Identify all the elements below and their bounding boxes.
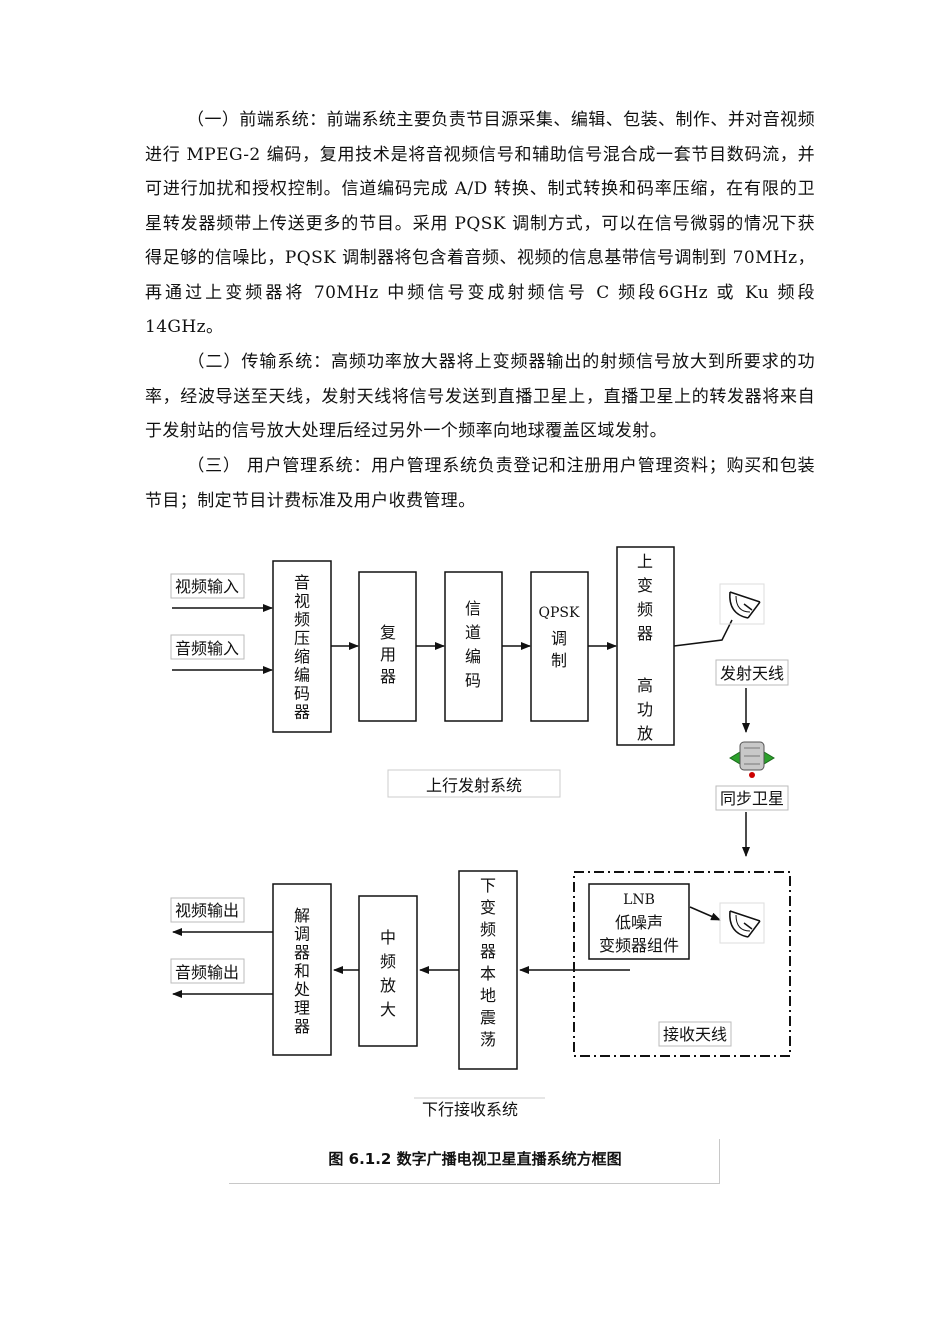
up-text-char: 放 [637,724,653,743]
qpsk-label: QPSK [539,605,580,621]
channel-text-char: 编 [465,647,481,666]
video-output-label-box [170,897,245,923]
if-text-char: 放 [380,976,396,995]
audio-input-label-box [170,634,245,660]
uplink-title: 上行发射系统 [426,776,522,795]
demod-text-char: 调 [294,925,310,944]
if-text-char: 频 [380,952,396,971]
rx-antenna-label-box [658,1021,732,1047]
demod-text-char: 解 [294,906,310,925]
encoder-text-char: 压 [294,629,310,648]
caption-frame [229,1139,720,1184]
demod-text-char: 器 [294,1017,310,1036]
down-text-char: 变 [480,898,496,917]
encoder-text-char: 频 [294,610,310,629]
mux-block [358,571,417,722]
upconverter-block [616,546,675,746]
if-text-char: 大 [380,1000,396,1019]
demod-block [272,883,332,1056]
encoder-block [272,560,332,733]
audio-output-label: 音频输出 [175,963,239,982]
up-text-char: 频 [637,600,653,619]
video-input-label: 视频输入 [175,577,239,596]
qpsk-text-char: 调 [551,629,567,648]
demod-text-char: 处 [294,980,310,999]
lnb-noise-label: 低噪声 [615,913,663,932]
if-amp-block [358,895,418,1047]
up-text-char: 高 [637,676,653,695]
down-text-char: 震 [480,1008,496,1027]
up-text-char: 变 [637,576,653,595]
demod-text-char: 理 [294,999,310,1018]
channel-text-char: 信 [465,599,481,618]
figure-caption: 图 6.1.2 数字广播电视卫星直播系统方框图 [328,1150,622,1168]
channel-coding-block [444,571,503,722]
qpsk-text-char: 制 [551,651,567,670]
tx-antenna-label: 发射天线 [720,664,784,683]
lnb-label: LNB [623,892,655,908]
tx-dish-icon [719,583,765,625]
channel-text-char: 道 [465,623,481,642]
down-text-char: 地 [480,986,496,1005]
lnb-converter-label: 变频器组件 [599,936,679,955]
satellite-icon [729,741,775,778]
down-text-char: 下 [480,876,496,895]
downlink-title: 下行接收系统 [422,1100,518,1119]
mux-vertical-text: 复用器 [380,623,396,686]
paragraph-user-management: （三） 用户管理系统：用户管理系统负责登记和注册用户管理资料；购买和包装节目；制… [145,456,815,511]
channel-coding-vertical-text: 信道编码 [465,599,481,690]
paragraph-transmission: （二）传输系统：高频功率放大器将上变频器输出的射频信号放大到所要求的功率，经波导… [145,352,815,441]
encoder-text-char: 码 [294,684,310,703]
up-text-char: 上 [637,552,653,571]
down-text-char: 本 [480,964,496,983]
demod-text-char: 和 [294,962,310,981]
receive-antenna-group [573,871,791,1057]
down-text-char: 频 [480,920,496,939]
mux-text-char: 复 [380,623,396,642]
lnb-block [588,883,690,960]
downconverter-block [458,870,518,1070]
channel-text-char: 码 [465,671,481,690]
audio-output-label-box [170,958,245,984]
video-output-label: 视频输出 [175,901,239,920]
encoder-text-char: 编 [294,666,310,685]
rx-dish-icon [719,902,765,944]
uplink-title-box [387,769,561,798]
video-input-label-box [170,573,245,599]
rx-antenna-label: 接收天线 [663,1025,727,1044]
satellite-label: 同步卫星 [720,789,784,808]
satellite-label-box [715,785,789,811]
paragraph-frontend: （一）前端系统：前端系统主要负责节目源采集、编辑、包装、制作、并对音视频进行 M… [145,110,815,337]
down-text-char: 荡 [480,1030,496,1049]
if-text-char: 中 [380,928,396,947]
demod-text-char: 器 [294,943,310,962]
up-text-char: 器 [637,624,653,643]
qpsk-vertical-text: 调制 [551,629,567,670]
down-text-char: 器 [480,942,496,961]
mux-text-char: 用 [380,645,396,664]
mux-text-char: 器 [380,667,396,686]
lnb-to-dish-arrow [689,906,721,921]
tx-antenna-label-box [715,659,789,686]
upconverter-to-antenna-line [673,619,733,647]
up-text-char: 功 [637,700,653,719]
audio-input-label: 音频输入 [175,639,239,658]
encoder-text-char: 器 [294,703,310,722]
encoder-text-char: 视 [294,592,310,611]
encoder-text-char: 音 [294,573,310,592]
encoder-text-char: 缩 [294,647,310,666]
